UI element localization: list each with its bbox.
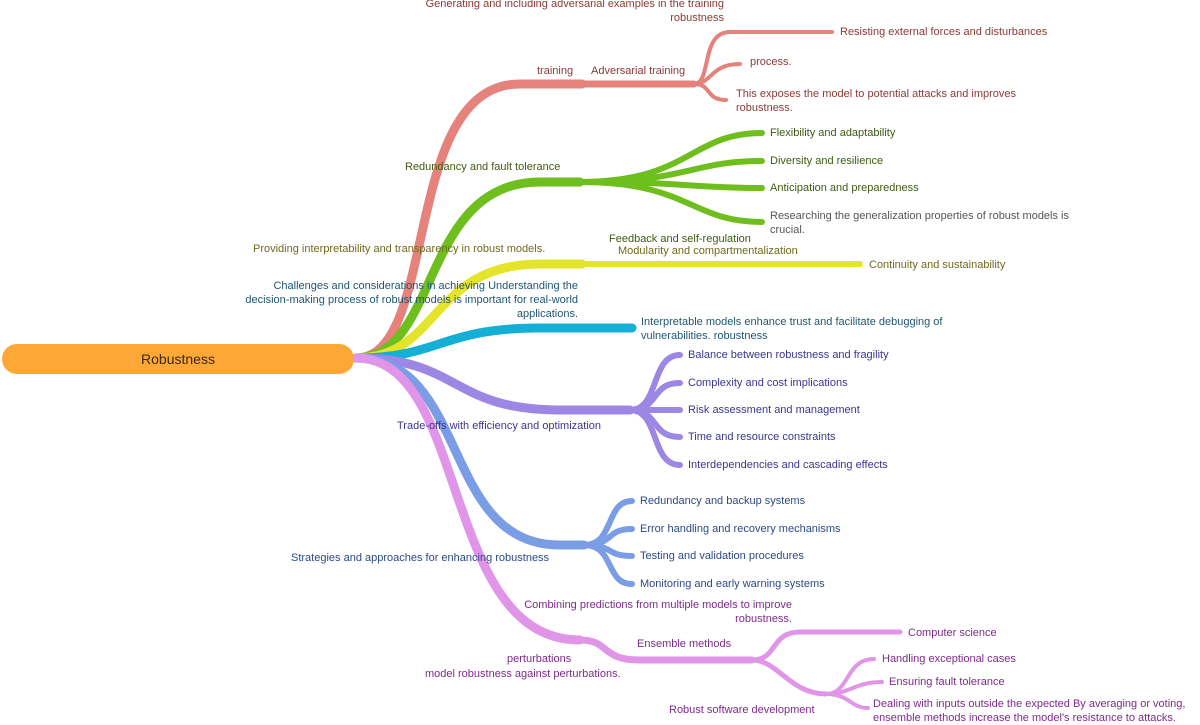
link-redundancy-child-4 (577, 179, 765, 225)
challenges-child[interactable]: Interpretable models enhance trust and f… (641, 316, 943, 342)
software-child-2[interactable]: Ensuring fault tolerance (889, 676, 1005, 688)
strategies-node[interactable]: Strategies and approaches for enhancing … (291, 552, 550, 564)
strategies-child-3[interactable]: Testing and validation procedures (640, 550, 804, 562)
link-tradeoffs-child-5 (627, 407, 683, 468)
strategies-child-4[interactable]: Monitoring and early warning systems (640, 578, 825, 590)
link-ensemble (576, 636, 756, 664)
tradeoffs-node[interactable]: Trade-offs with efficiency and optimizat… (397, 420, 602, 432)
adversarial-note: Generating and including adversarial exa… (425, 0, 724, 24)
robust-software-node[interactable]: Robust software development (669, 704, 815, 716)
link-software (749, 657, 829, 697)
root-node[interactable]: Robustness (2, 344, 354, 374)
tradeoffs-child-5[interactable]: Interdependencies and cascading effects (688, 459, 888, 471)
perturbations-node[interactable]: perturbations (507, 653, 572, 665)
link-adversarial-child-3 (692, 82, 728, 102)
tradeoffs-child-4[interactable]: Time and resource constraints (688, 431, 836, 443)
link-software-child-2 (824, 680, 884, 696)
strategies-child-1[interactable]: Redundancy and backup systems (640, 495, 806, 507)
redundancy-node[interactable]: Redundancy and fault tolerance (405, 161, 561, 173)
tradeoffs-child-3[interactable]: Risk assessment and management (688, 404, 860, 416)
challenges-node[interactable]: Challenges and considerations in achievi… (245, 280, 578, 320)
redundancy-child-3[interactable]: Anticipation and preparedness (770, 182, 919, 194)
modularity-label[interactable]: Modularity and compartmentalization (618, 245, 798, 257)
continuity-child[interactable]: Continuity and sustainability (869, 259, 1006, 271)
feedback-label[interactable]: Feedback and self-regulation (609, 233, 751, 245)
ensemble-note: Combining predictions from multiple mode… (524, 599, 792, 625)
branch-training-label[interactable]: training (537, 65, 574, 77)
ensemble-methods-node[interactable]: Ensemble methods (637, 638, 732, 650)
computer-science-node[interactable]: Computer science (908, 627, 997, 639)
adversarial-training-node[interactable]: Adversarial training (591, 65, 686, 77)
link-root-tradeoffs (351, 353, 635, 415)
tradeoffs-child-2[interactable]: Complexity and cost implications (688, 377, 848, 389)
redundancy-child-1[interactable]: Flexibility and adaptability (770, 127, 896, 139)
tradeoffs-child-1[interactable]: Balance between robustness and fragility (688, 349, 889, 361)
link-root-strategies (351, 353, 589, 550)
software-child-3[interactable]: Dealing with inputs outside the expected… (873, 698, 1186, 724)
interpretability-node[interactable]: Providing interpretability and transpare… (253, 243, 546, 255)
strategies-child-2[interactable]: Error handling and recovery mechanisms (640, 523, 841, 535)
perturbations-sublabel: model robustness against perturbations. (425, 668, 621, 680)
link-root-training (351, 79, 587, 363)
link-software-child-3 (824, 692, 870, 710)
adversarial-child-3[interactable]: This exposes the model to potential atta… (736, 88, 1017, 114)
link-adversarial-child-2 (692, 62, 742, 86)
link-root-perturbations (351, 353, 585, 645)
link-strategies-child-4 (581, 542, 635, 587)
redundancy-child-2[interactable]: Diversity and resilience (770, 155, 884, 167)
link-computer-science (749, 629, 903, 663)
adversarial-child-2[interactable]: process. (750, 56, 792, 68)
branch-connectors (351, 30, 903, 710)
software-child-1[interactable]: Handling exceptional cases (882, 653, 1016, 665)
redundancy-child-4[interactable]: Researching the generalization propertie… (770, 210, 1069, 236)
adversarial-child-1[interactable]: Resisting external forces and disturbanc… (840, 26, 1048, 38)
